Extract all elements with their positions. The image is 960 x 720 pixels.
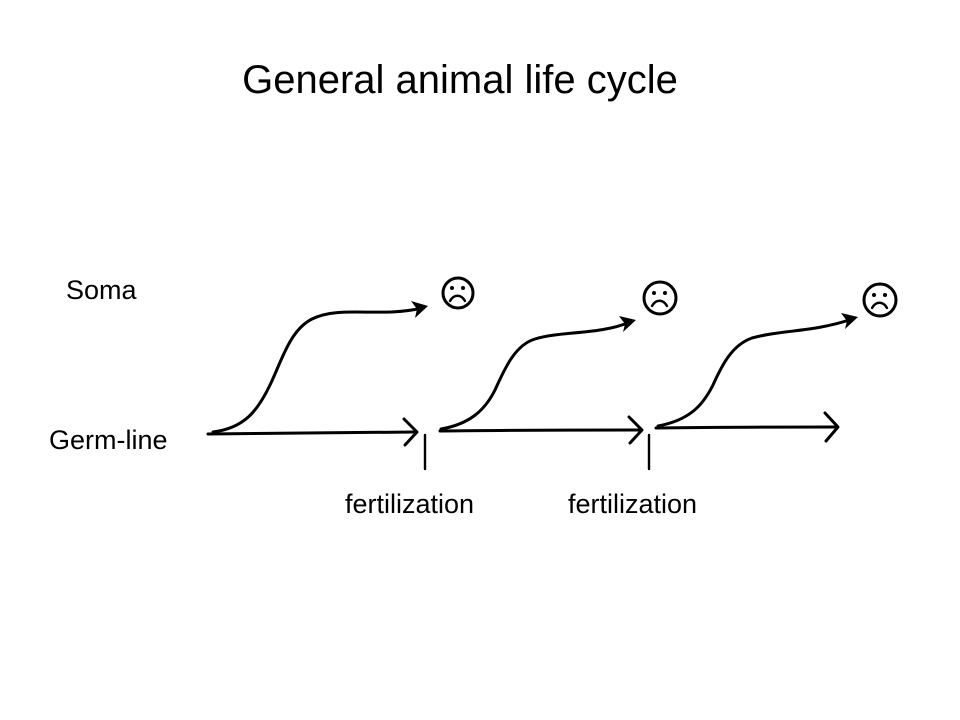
arrowhead-icon: [841, 313, 858, 329]
arrowhead-icon: [619, 316, 636, 332]
sad-face-icon: [441, 276, 475, 310]
arrow-right-icon: [627, 415, 644, 445]
soma-curve-1: [211, 306, 424, 434]
fertilization-label-2: fertilization: [568, 489, 698, 519]
arrow-right-icon: [823, 411, 840, 443]
sad-face-icon: [862, 282, 898, 318]
arrow-right-icon: [402, 417, 419, 447]
generation-1: [206, 276, 475, 447]
germ-line-arrow-1: [206, 430, 416, 436]
arrowhead-icon: [411, 301, 428, 318]
generation-3: [654, 282, 898, 443]
soma-label: Soma: [66, 275, 137, 305]
generation-2: [438, 280, 678, 445]
diagram-title: General animal life cycle: [242, 58, 678, 102]
sad-face-icon: [642, 280, 678, 316]
germ-line-arrow-2: [438, 428, 642, 433]
soma-curve-2: [439, 320, 632, 431]
fertilization-label-1: fertilization: [345, 489, 475, 519]
germ-line-arrow-3: [654, 425, 838, 430]
soma-curve-3: [656, 317, 854, 428]
germ-line-label: Germ-line: [49, 425, 168, 455]
